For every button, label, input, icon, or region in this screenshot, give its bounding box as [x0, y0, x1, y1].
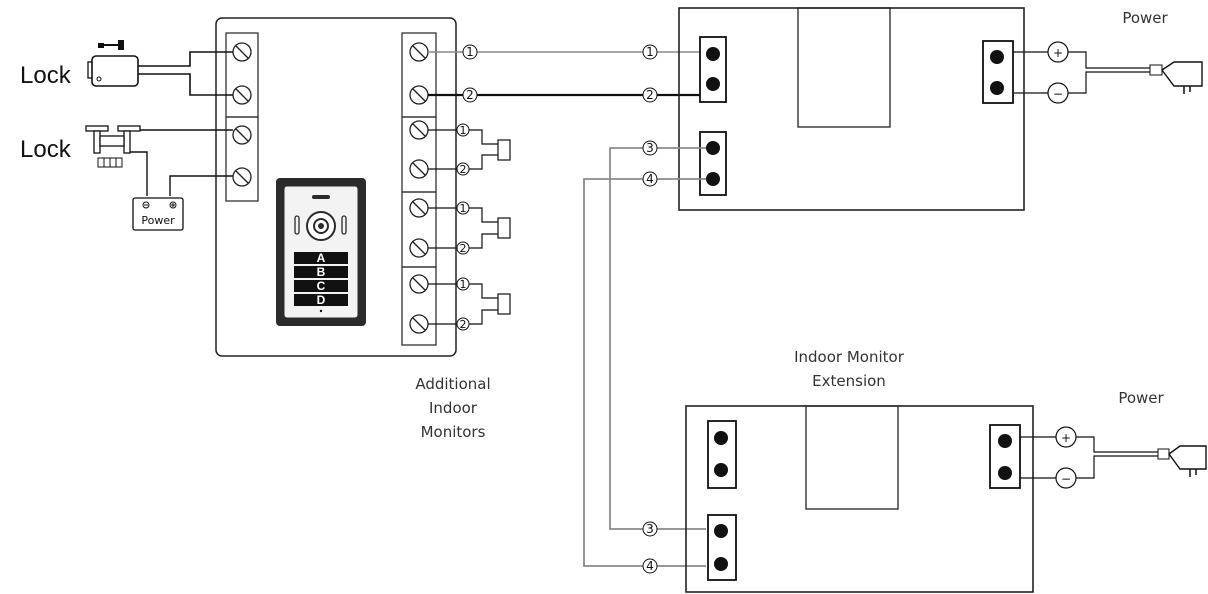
wire-number-badge: 3 [642, 521, 658, 537]
svg-text:2: 2 [466, 88, 474, 102]
lock-power-supply: Power [132, 197, 184, 231]
screw-terminal-icon [232, 167, 252, 187]
power-adapter-icon [1149, 61, 1203, 94]
svg-text:1: 1 [466, 45, 474, 59]
svg-text:3: 3 [646, 522, 654, 536]
svg-text:4: 4 [646, 559, 654, 573]
svg-text:−: − [1053, 87, 1063, 101]
extension-label-2: Extension [812, 372, 886, 390]
key-icon [98, 40, 124, 50]
lock-strike-label: Lock [20, 136, 72, 163]
svg-text:1: 1 [646, 45, 654, 59]
strike-wire [169, 175, 233, 196]
screw-terminal-icon [409, 159, 429, 179]
call-button-c-label: C [317, 279, 326, 293]
wire-number-badge: 3 [642, 140, 658, 156]
svg-text:1: 1 [460, 278, 467, 291]
indoor-monitor-module [797, 7, 891, 128]
left-terminal-strip [225, 32, 259, 202]
wire-number-badge: 1 [642, 44, 658, 60]
svg-text:2: 2 [646, 88, 654, 102]
lock-wire [138, 51, 233, 67]
call-button-c [294, 280, 348, 292]
minus-icon: − [1055, 467, 1077, 489]
power-adapter-icon [1157, 445, 1207, 477]
lock-wire [138, 73, 233, 96]
svg-text:1: 1 [460, 202, 467, 215]
plus-icon: + [1047, 41, 1069, 63]
wire-number-badge: 4 [642, 558, 658, 574]
additional-monitors-label-3: Monitors [421, 423, 486, 441]
svg-text:+: + [1053, 46, 1063, 60]
additional-monitor-tap: 1 2 [428, 277, 511, 331]
lock-motor-label: Lock [20, 62, 72, 89]
screw-terminal-icon [409, 85, 429, 105]
svg-text:4: 4 [646, 172, 654, 186]
wire-number-badge: 2 [642, 87, 658, 103]
svg-text:2: 2 [460, 242, 467, 255]
extension-label-1: Indoor Monitor [794, 348, 905, 366]
svg-text:−: − [1061, 472, 1071, 486]
svg-text:1: 1 [460, 124, 467, 137]
terminal-block [699, 36, 727, 103]
screw-terminal-icon [232, 125, 252, 145]
power-label-bottom: Power [1118, 389, 1164, 407]
right-terminal-strip [401, 32, 437, 346]
svg-text:2: 2 [460, 318, 467, 331]
screw-terminal-icon [232, 85, 252, 105]
minus-icon: − [1047, 82, 1069, 104]
call-button-d [294, 294, 348, 306]
camera-icon [306, 211, 336, 241]
wire-number-badge: 2 [462, 87, 478, 103]
screw-terminal-icon [409, 274, 429, 294]
door-station-panel: A B C D [276, 178, 366, 326]
call-button-b-label: B [317, 265, 326, 279]
screw-terminal-icon [409, 314, 429, 334]
motor-lock-icon [87, 55, 139, 87]
svg-text:3: 3 [646, 141, 654, 155]
screw-terminal-icon [232, 42, 252, 62]
strike-lock-icon [85, 125, 141, 168]
terminal-block [707, 514, 737, 581]
screw-terminal-icon [409, 198, 429, 218]
call-button-a-label: A [317, 251, 326, 265]
power-terminal-block [989, 424, 1021, 489]
wire-number-badge: 1 [462, 44, 478, 60]
terminal-block [707, 420, 737, 489]
additional-monitor-tap: 1 2 [428, 201, 511, 255]
screw-terminal-icon [409, 42, 429, 62]
power-terminal-block [982, 40, 1014, 104]
additional-monitor-tap: 1 2 [428, 123, 511, 176]
strike-wire [130, 151, 148, 196]
call-button-b [294, 266, 348, 278]
svg-text:2: 2 [460, 163, 467, 176]
outdoor-station-box [215, 17, 457, 357]
lock-power-label: Power [141, 214, 175, 227]
terminal-block [699, 131, 727, 196]
indoor-monitor-extension-box [685, 405, 1034, 593]
wire-4 [583, 178, 706, 567]
indoor-monitor-box [678, 7, 1025, 211]
call-button-a [294, 252, 348, 264]
additional-monitors-label-1: Additional [415, 375, 490, 393]
screw-terminal-icon [409, 120, 429, 140]
screw-terminal-icon [409, 238, 429, 258]
svg-text:+: + [1061, 431, 1071, 445]
plus-icon: + [1055, 426, 1077, 448]
wire-3 [609, 147, 706, 530]
power-label-top: Power [1122, 9, 1168, 27]
additional-monitors-label-2: Indoor [429, 399, 478, 417]
wire-number-badge: 4 [642, 171, 658, 187]
extension-module [805, 405, 899, 510]
call-button-d-label: D [317, 293, 326, 307]
